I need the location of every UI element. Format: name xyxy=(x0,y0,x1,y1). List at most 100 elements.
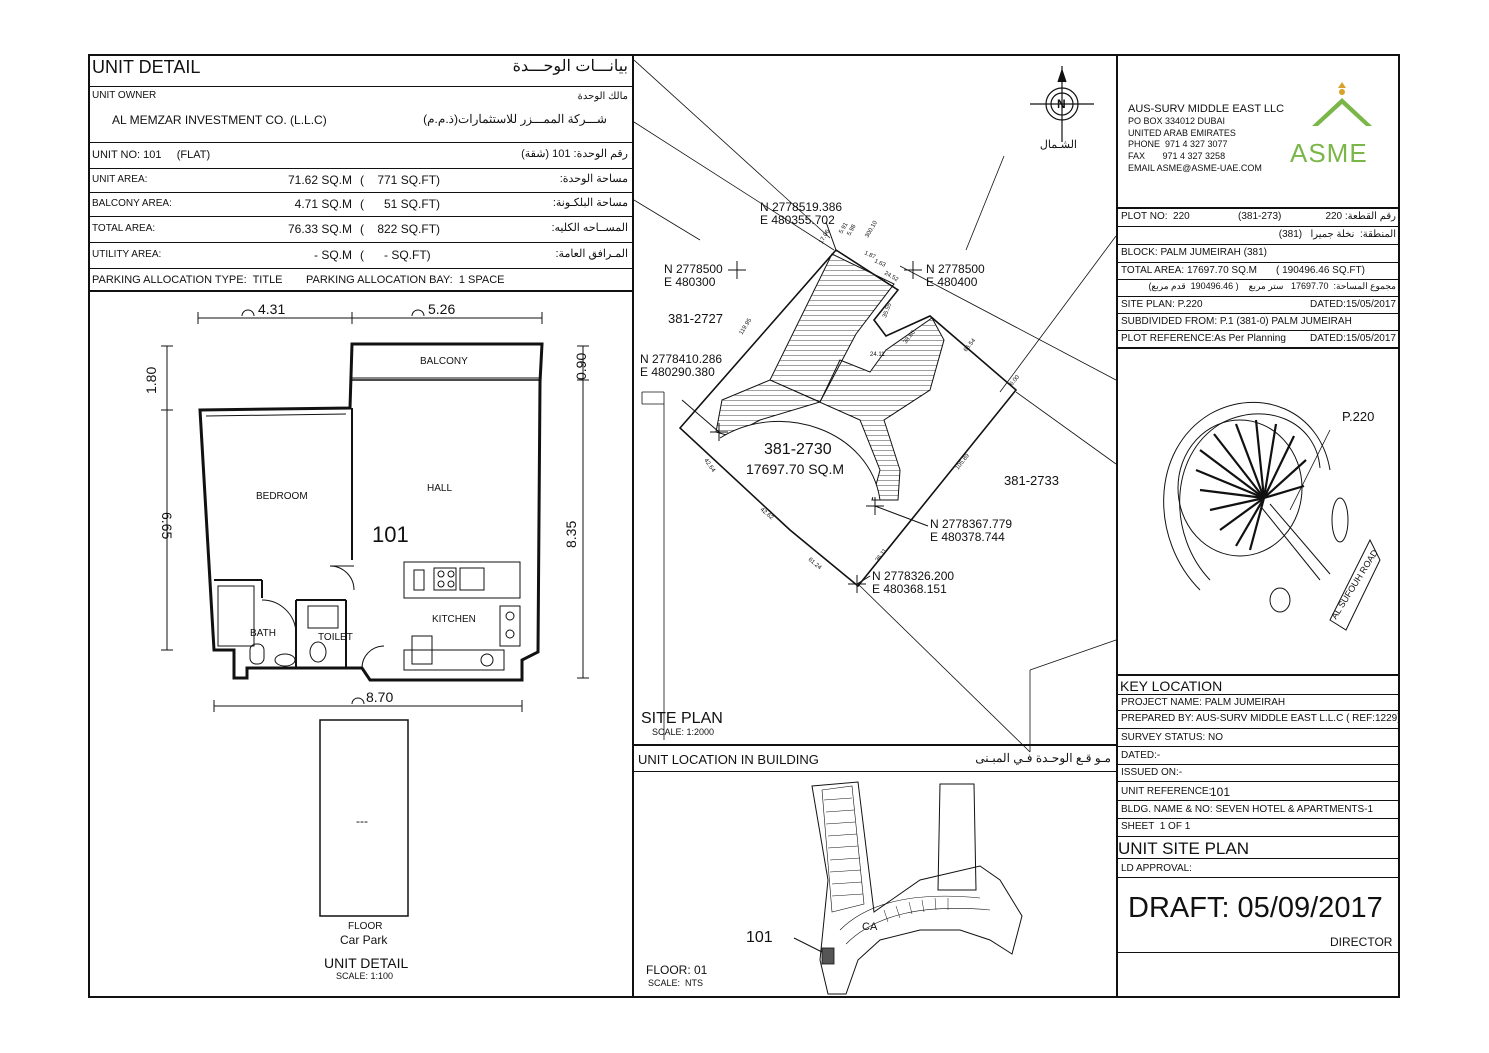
area-row-label-ar: المـرافق العامة: xyxy=(555,248,628,260)
building-name: BLDG. NAME & NO: SEVEN HOTEL & APARTMENT… xyxy=(1121,804,1374,815)
block: BLOCK: PALM JUMEIRAH (381) xyxy=(1121,247,1267,258)
north-ar: الشـمال xyxy=(1039,139,1077,151)
drawing-frame xyxy=(88,54,1400,998)
coord-e: E 480355.702 xyxy=(760,213,835,227)
svg-text:35.55: 35.55 xyxy=(882,302,893,319)
total-area-ar: مجموع المساحة: 17697.70 ستر مربع ( 19049… xyxy=(1148,281,1396,291)
area-row-sqm: 4.71 SQ.M xyxy=(294,197,352,211)
dated: DATED:- xyxy=(1121,750,1161,761)
site-plan-scale: SCALE: 1:2000 xyxy=(652,727,715,737)
area-row-label: BALCONY AREA: xyxy=(92,198,172,209)
svg-text:5.91: 5.91 xyxy=(839,221,850,235)
column-divider-2 xyxy=(1116,54,1118,998)
area-row-label-ar: المســاحه الكليه: xyxy=(551,222,628,234)
plot-reference: PLOT REFERENCE:As Per Planning xyxy=(1121,333,1286,344)
svg-text:1.63: 1.63 xyxy=(873,258,887,269)
prepared-by: PREPARED BY: AUS-SURV MIDDLE EAST L.L.C … xyxy=(1121,713,1401,724)
project-name: PROJECT NAME: PALM JUMEIRAH xyxy=(1121,697,1286,708)
parking-name: Car Park xyxy=(340,933,388,947)
issued-on: ISSUED ON:- xyxy=(1121,767,1183,778)
area-row-sqm: 71.62 SQ.M xyxy=(287,173,352,187)
unit-reference-value: 101 xyxy=(1210,785,1231,799)
main-plot-area: 17697.70 SQ.M xyxy=(746,461,845,477)
neighbour-plot: 381-2733 xyxy=(1004,473,1059,488)
parking-type: PARKING ALLOCATION TYPE: TITLE xyxy=(92,274,283,286)
svg-text:5.98: 5.98 xyxy=(847,223,858,237)
location-title-ar: مـو قـع الوحـدة فـي المبـنى xyxy=(975,751,1111,765)
ca-label: CA xyxy=(862,921,878,933)
dim-top-right: 5.26 xyxy=(428,301,456,317)
owner-name-ar: شـــركة الممـــزر للاستثمارات(ذ.م.م) xyxy=(423,112,607,126)
area-row-sqm: - SQ.M xyxy=(314,248,352,262)
area-row-label: UNIT AREA: xyxy=(92,174,148,185)
area-row-sqft: ( - SQ.FT) xyxy=(360,248,431,262)
parking-value: --- xyxy=(356,814,368,828)
north-letter: N xyxy=(1057,97,1066,111)
unit-site-plan-title: UNIT SITE PLAN xyxy=(1118,839,1249,858)
room-bath: BATH xyxy=(250,628,276,639)
survey-status: SURVEY STATUS: NO xyxy=(1121,732,1224,743)
plot-no: PLOT NO: 220 xyxy=(1121,211,1190,222)
area-row-sqm: 76.33 SQ.M xyxy=(287,222,352,236)
location-scale: SCALE: NTS xyxy=(648,978,704,988)
parking-floor: FLOOR xyxy=(348,921,383,932)
unit-number: 101 xyxy=(372,522,409,547)
coord-e: E 480378.744 xyxy=(930,530,1005,544)
owner-label-ar: مالك الوحدة xyxy=(577,91,628,102)
coord-n: N 2778500 xyxy=(926,262,985,276)
plot-code: (381-273) xyxy=(1238,211,1282,222)
room-toilet: TOILET xyxy=(318,632,353,643)
unit-detail-title-ar: بيانـــات الوحـــدة xyxy=(512,58,628,75)
plot-no-ar: رقم القطعة: 220 xyxy=(1325,211,1396,222)
unit-detail-scale: SCALE: 1:100 xyxy=(336,971,394,981)
asme-logo-text: ASME xyxy=(1290,138,1368,168)
room-hall: HALL xyxy=(427,483,453,494)
subdivided: SUBDIVIDED FROM: P.1 (381-0) PALM JUMEIR… xyxy=(1121,316,1352,327)
site-plan-ref: SITE PLAN: P.220 xyxy=(1121,299,1203,310)
coord-e: E 480300 xyxy=(664,275,716,289)
coord-n: N 2778326.200 xyxy=(872,569,955,583)
site-plan-title: SITE PLAN xyxy=(641,710,723,727)
svg-text:24.11: 24.11 xyxy=(870,352,885,358)
key-location-title: KEY LOCATION xyxy=(1120,678,1223,694)
owner-label: UNIT OWNER xyxy=(92,90,157,101)
coord-n: N 2778410.286 xyxy=(640,352,723,366)
draft-date: DRAFT: 05/09/2017 xyxy=(1128,892,1383,924)
plot-reference-date: DATED:15/05/2017 xyxy=(1310,333,1396,344)
area-row-sqft: ( 822 SQ.FT) xyxy=(360,222,441,236)
area-row-label-ar: مساحة البلكـونة: xyxy=(552,197,628,209)
neighbour-plot: 381-2727 xyxy=(668,311,723,326)
company-line: UNITED ARAB EMIRATES xyxy=(1128,128,1236,138)
sheet-number: SHEET 1 OF 1 xyxy=(1121,821,1191,832)
parking-bay: PARKING ALLOCATION BAY: 1 SPACE xyxy=(306,274,505,286)
room-kitchen: KITCHEN xyxy=(432,614,476,625)
coord-e: E 480368.151 xyxy=(872,582,947,596)
site-plan-date: DATED:15/05/2017 xyxy=(1310,299,1396,310)
unit-reference-label: UNIT REFERENCE: xyxy=(1121,786,1212,797)
area-row-label: UTILITY AREA: xyxy=(92,249,162,260)
owner-name: AL MEMZAR INVESTMENT CO. (L.L.C) xyxy=(112,113,327,127)
dim-bottom: 8.70 xyxy=(366,689,394,705)
director-label: DIRECTOR xyxy=(1330,935,1393,949)
coord-n: N 2778367.779 xyxy=(930,517,1013,531)
unit-pointer-label: 101 xyxy=(746,929,773,946)
coord-e: E 480290.380 xyxy=(640,365,715,379)
key-map-plot-label: P.220 xyxy=(1342,409,1375,424)
company-line: EMAIL ASME@ASME-UAE.COM xyxy=(1128,163,1262,173)
area-row-label: TOTAL AREA: xyxy=(92,223,156,234)
coord-n: N 2778500 xyxy=(664,262,723,276)
location-floor: FLOOR: 01 xyxy=(646,963,708,977)
room-balcony: BALCONY xyxy=(420,356,468,367)
svg-text:1.87: 1.87 xyxy=(863,250,877,261)
unit-detail-title: UNIT DETAIL xyxy=(92,57,201,77)
total-area: TOTAL AREA: 17697.70 SQ.M xyxy=(1121,265,1257,276)
ld-approval: LD APPROVAL: xyxy=(1121,863,1192,874)
location-title: UNIT LOCATION IN BUILDING xyxy=(638,752,819,767)
main-plot-number: 381-2730 xyxy=(764,441,832,458)
area-row-label-ar: مساحة الوحدة: xyxy=(559,173,628,185)
unit-no-ar: رقم الوحدة: 101 (شقة) xyxy=(521,148,628,160)
unit-detail-footer: UNIT DETAIL xyxy=(324,955,409,971)
